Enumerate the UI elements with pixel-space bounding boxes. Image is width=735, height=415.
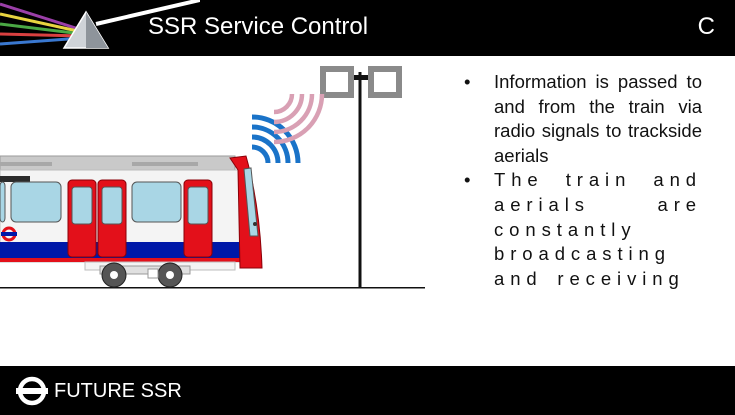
bullet-item-radio-signals: Information is passed to and from the tr…	[464, 70, 702, 168]
prism-icon	[0, 0, 200, 49]
footer-bar: FUTURE SSR	[0, 366, 735, 415]
bullet-list: Information is passed to and from the tr…	[464, 70, 702, 291]
track-line	[0, 287, 425, 289]
roundel-icon	[16, 376, 48, 406]
bullet-item-broadcasting: The train and aerials are constantly bro…	[464, 168, 702, 291]
train-illustration	[0, 66, 425, 289]
header-bar: SSR Service Control C	[0, 0, 735, 56]
page-title: SSR Service Control	[148, 13, 369, 40]
radio-signal-icon	[251, 93, 325, 164]
footer-brand: FUTURE SSR	[54, 380, 182, 402]
trackside-aerial-post	[320, 66, 402, 288]
section-letter: C	[697, 13, 715, 40]
train	[0, 155, 263, 288]
